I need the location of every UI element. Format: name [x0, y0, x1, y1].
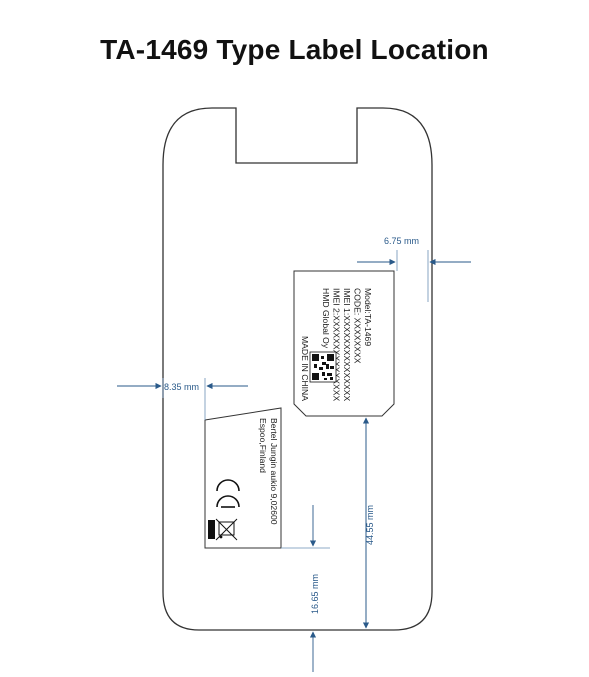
label-line-code: CODE: XXXXXXXX: [353, 288, 363, 364]
address-line-2: Espoo,Finland: [258, 418, 268, 473]
dimension-bottom-margin: 16.65 mm: [281, 505, 330, 672]
ce-mark-icon: [216, 479, 240, 508]
dimension-label-bottom: 16.65 mm: [310, 574, 320, 614]
dimension-right-margin: 6.75 mm: [357, 236, 471, 302]
label-made-in: MADE IN CHINA: [300, 336, 310, 401]
address-line-1: Bertel Jungin aukio 9,02600: [269, 418, 279, 525]
dimension-vertical-gap: 44.55 mm: [362, 417, 375, 629]
label-line-manufacturer: HMD Global Oy: [321, 288, 331, 349]
type-label-top: Model:TA-1469 CODE: XXXXXXXX IMEI 1:XXXX…: [293, 270, 395, 417]
label-line-model: Model:TA-1469: [363, 288, 373, 346]
weee-bin-icon: [208, 518, 238, 541]
page-title: TA-1469 Type Label Location: [100, 34, 489, 65]
label-line-imei1: IMEI 1:XXXXXXXXXXXXXXX: [342, 288, 352, 401]
phone-back-outline: [162, 107, 433, 631]
label-line-imei2: IMEI 2:XXXXXXXXXXXXXXX: [332, 288, 342, 401]
dimension-label-vertical: 44.55 mm: [365, 505, 375, 545]
dimension-left-margin: 8.35 mm: [117, 378, 248, 420]
qr-code: [309, 351, 337, 383]
dimension-label-right: 6.75 mm: [384, 236, 419, 246]
dimension-label-left: 8.35 mm: [164, 382, 199, 392]
type-label-bottom: Bertel Jungin aukio 9,02600 Espoo,Finlan…: [204, 407, 282, 549]
